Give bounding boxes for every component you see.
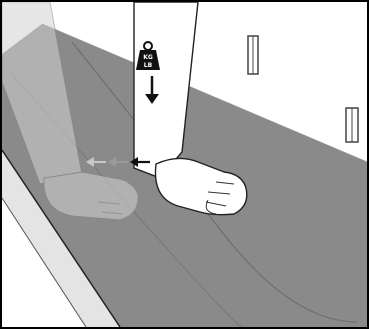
floor-covering-scene: KG LB (2, 2, 367, 327)
weight-label-top: KG (143, 54, 153, 61)
weight-label-bottom: LB (144, 62, 153, 69)
